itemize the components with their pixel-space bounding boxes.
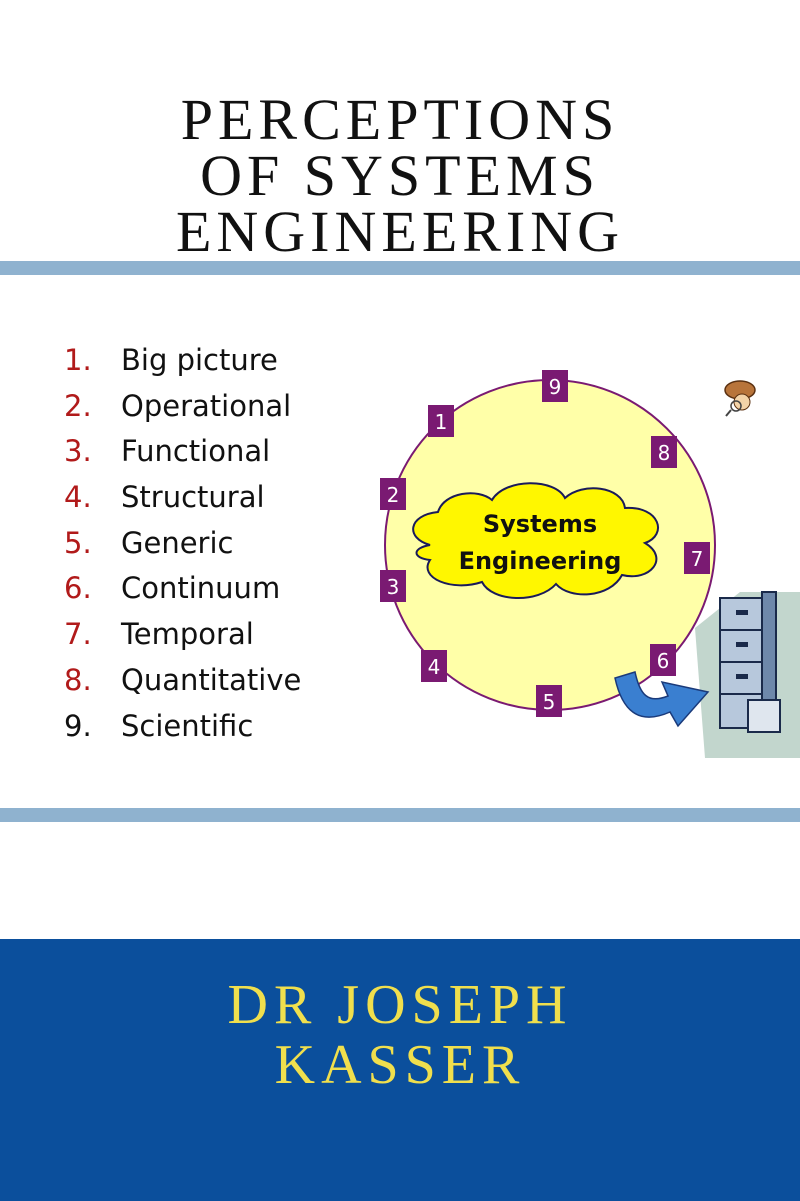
list-number: 3. (64, 434, 92, 469)
list-number: 8. (64, 662, 92, 697)
badge-label: 6 (657, 649, 670, 673)
badge-label: 9 (549, 375, 562, 399)
badge-label: 7 (691, 547, 704, 571)
badge-label: 2 (387, 483, 400, 507)
badge-label: 1 (435, 410, 448, 434)
author-footer (0, 939, 800, 1201)
badge-1: 1 (428, 405, 454, 437)
cloud-shape: Systems Engineering (412, 482, 659, 599)
title-line-2: OF SYSTEMS (200, 143, 600, 208)
bottom-divider-band (0, 808, 800, 822)
cloud-label-line-1: Systems (483, 510, 597, 538)
book-title: PERCEPTIONS OF SYSTEMS ENGINEERING (0, 87, 800, 264)
list-item: 1. Big picture (64, 338, 301, 384)
author-name: DR JOSEPH KASSER (0, 975, 800, 1095)
list-item: 6. Continuum (64, 566, 301, 612)
list-item: 7. Temporal (64, 612, 301, 658)
list-label: Structural (121, 480, 265, 515)
list-item: 8. Quantitative (64, 658, 301, 704)
list-number: 5. (64, 525, 92, 560)
badge-label: 4 (428, 655, 441, 679)
title-line-1: PERCEPTIONS (180, 87, 620, 152)
list-item: 9. Scientific (64, 704, 301, 750)
list-number: 7. (64, 617, 92, 652)
list-label: Quantitative (121, 662, 302, 697)
arrow-icon (614, 671, 710, 728)
list-number: 2. (64, 388, 92, 423)
list-item: 4. Structural (64, 475, 301, 521)
badge-2: 2 (380, 478, 406, 510)
detective-icon (724, 380, 756, 417)
list-number: 6. (64, 571, 92, 606)
systems-engineering-diagram: Systems Engineering 1 2 3 4 5 6 7 8 9 (380, 370, 800, 758)
badge-3: 3 (380, 570, 406, 602)
list-item: 2. Operational (64, 384, 301, 430)
badge-6: 6 (650, 644, 676, 676)
title-line-3: ENGINEERING (175, 199, 625, 264)
list-number: 4. (64, 480, 92, 515)
author-line-1: DR JOSEPH (227, 974, 573, 1036)
badge-4: 4 (421, 650, 447, 682)
list-label: Scientific (121, 708, 254, 743)
badge-label: 8 (658, 441, 671, 465)
list-label: Temporal (121, 617, 254, 652)
cloud-label-line-2: Engineering (459, 547, 622, 575)
badge-8: 8 (651, 436, 677, 468)
author-line-2: KASSER (274, 1034, 526, 1096)
list-label: Functional (121, 434, 271, 469)
badge-7: 7 (684, 542, 710, 574)
list-item: 5. Generic (64, 521, 301, 567)
list-label: Big picture (121, 343, 278, 377)
badge-5: 5 (536, 685, 562, 717)
list-label: Continuum (121, 571, 281, 606)
list-number: 1. (64, 343, 92, 377)
perceptions-list: 1. Big picture 2. Operational 3. Functional… (64, 338, 301, 749)
top-divider-band (0, 261, 800, 275)
list-label: Generic (121, 525, 234, 560)
filing-cabinet-icon (695, 591, 800, 758)
list-number: 9. (64, 708, 92, 743)
badge-9: 9 (542, 370, 568, 402)
list-item: 3. Functional (64, 429, 301, 475)
badge-label: 3 (387, 575, 400, 599)
badge-label: 5 (543, 690, 556, 714)
list-label: Operational (121, 388, 292, 423)
